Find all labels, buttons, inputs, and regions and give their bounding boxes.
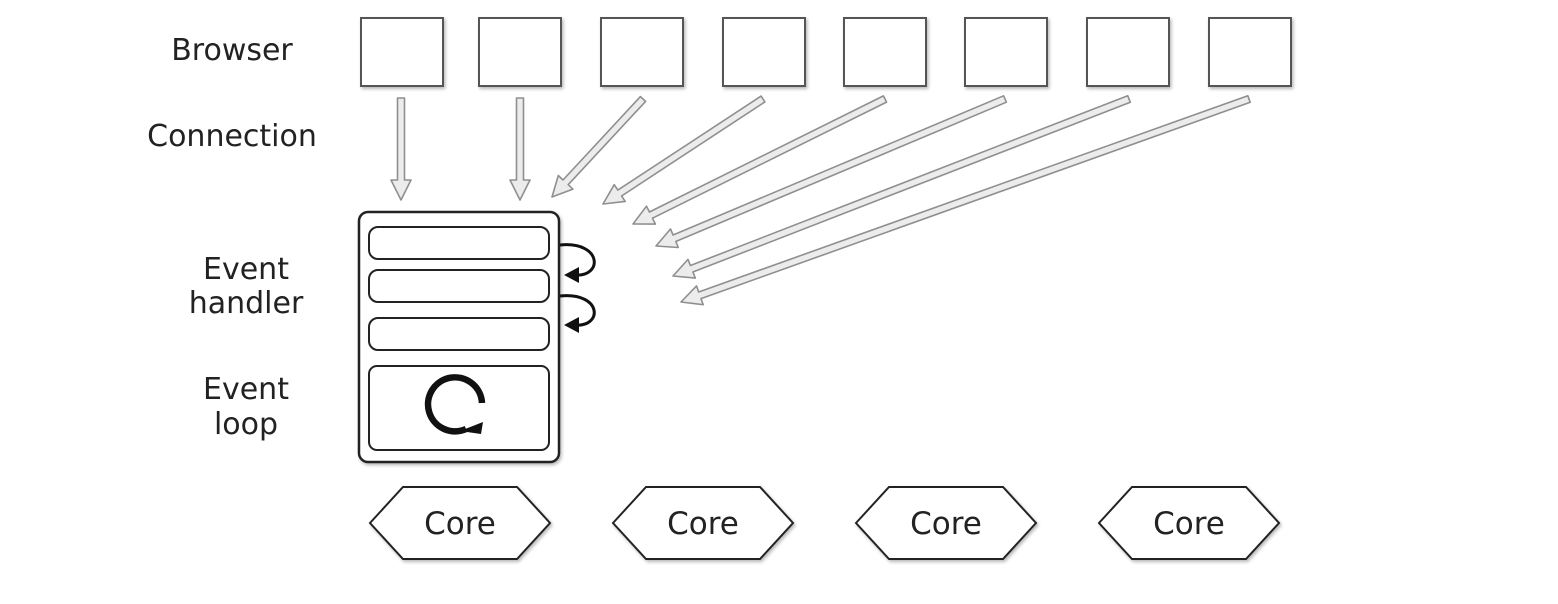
refresh-loop-icon — [424, 374, 486, 435]
browser-box — [1208, 17, 1292, 87]
browser-box — [600, 17, 684, 87]
browser-box — [964, 17, 1048, 87]
connection-arrow — [509, 97, 531, 201]
cpu-core: Core — [368, 486, 552, 560]
browser-row-label: Browser — [171, 33, 293, 68]
browser-box — [360, 17, 444, 87]
core-hexagon — [611, 486, 795, 560]
event-handler-slot — [368, 226, 550, 260]
event-handler-stack — [368, 226, 550, 351]
browser-row — [360, 17, 1292, 87]
core-hexagon — [854, 486, 1038, 560]
event-loop-label-line1: Event — [203, 372, 289, 407]
event-handler-slot — [368, 269, 550, 303]
browser-box — [1086, 17, 1170, 87]
browser-box — [478, 17, 562, 87]
connection-arrow — [602, 95, 766, 205]
connection-arrow — [655, 95, 1008, 249]
connection-arrow — [672, 94, 1132, 279]
curved-arrow-icon — [559, 294, 596, 333]
connection-arrow — [390, 97, 412, 201]
core-label: Core — [910, 506, 982, 542]
browser-box — [722, 17, 806, 87]
core-hexagon — [1097, 486, 1281, 560]
connection-arrow — [551, 95, 647, 198]
connection-arrow — [632, 95, 888, 225]
cpu-core: Core — [854, 486, 1038, 560]
core-row: Core Core Core Core — [368, 486, 1281, 560]
connection-row-label: Connection — [147, 119, 317, 154]
core-label: Core — [424, 506, 496, 542]
event-handler-label-line1: Event — [203, 252, 289, 287]
event-handler-label-line2: handler — [189, 286, 304, 321]
core-label: Core — [1153, 506, 1225, 542]
event-handler-slot — [368, 317, 550, 351]
cpu-core: Core — [1097, 486, 1281, 560]
handler-chain-arrows — [559, 243, 596, 333]
core-hexagon — [368, 486, 552, 560]
event-loop-label-line2: loop — [214, 407, 278, 442]
curved-arrow-icon — [559, 243, 596, 283]
connection-arrows — [390, 94, 1251, 306]
connection-arrow — [680, 94, 1251, 306]
event-loop-box — [368, 365, 550, 451]
core-label: Core — [667, 506, 739, 542]
cpu-core: Core — [611, 486, 795, 560]
server-process — [357, 210, 561, 464]
browser-box — [843, 17, 927, 87]
